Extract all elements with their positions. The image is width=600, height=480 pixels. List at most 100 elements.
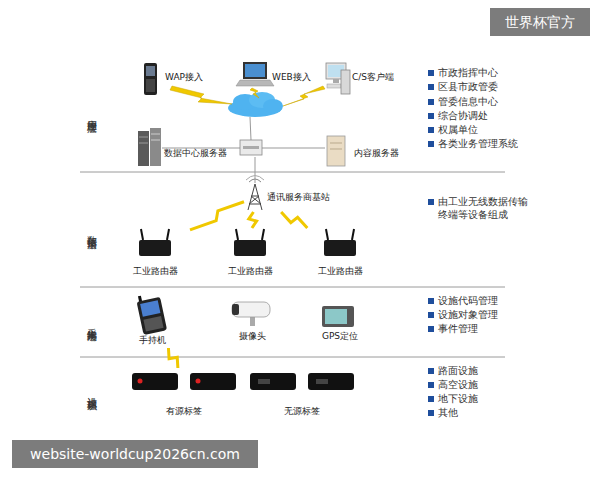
lightning-bolt-part: [170, 86, 232, 104]
device-label: 内容服务器: [354, 148, 399, 159]
device-label: 摄像头: [225, 331, 280, 342]
device-node: WEB接入: [238, 60, 318, 92]
list-item: 高空设施: [438, 378, 478, 391]
layer-title: 数据传输层: [84, 227, 98, 232]
device-label: 无源标签: [246, 406, 358, 417]
list-item: 管委信息中心: [438, 95, 498, 108]
server-icon-part: [327, 136, 345, 166]
layer-title: 设施标识层: [84, 389, 98, 394]
lightning-link: [168, 348, 177, 368]
device-label: 工业路由器: [305, 266, 375, 277]
device-node: WAP接入: [140, 60, 212, 98]
layer-divider-part: [80, 357, 505, 358]
device-node: 有源标签: [128, 368, 240, 420]
list-item: 设施代码管理: [438, 294, 498, 307]
list-item: 由工业无线数据传输终端等设备组成: [438, 195, 528, 221]
router-icon: [139, 229, 356, 256]
handheld-icon-part: [140, 300, 160, 316]
device-label: 工业路由器: [120, 266, 190, 277]
phone-icon: [144, 63, 157, 95]
list-bullet: [428, 410, 434, 416]
list-bullet: [428, 396, 434, 402]
tower-icon-part: [249, 179, 261, 182]
network-link-part: [250, 117, 251, 140]
desktop-icon-part: [341, 70, 350, 94]
list-bullet: [428, 141, 434, 147]
network-link: [162, 117, 325, 183]
device-node: 无源标签: [246, 368, 358, 420]
server-icon-part: [330, 149, 342, 150]
active-tag-icon: [132, 373, 236, 390]
laptop-icon-part: [236, 80, 274, 86]
passive-tag-icon: [250, 373, 354, 390]
list-bullet: [428, 99, 434, 105]
list-bullet: [428, 368, 434, 374]
tower-icon: [246, 176, 264, 211]
device-label: GPS定位: [315, 331, 365, 342]
server-icon: [327, 136, 345, 166]
list-item: 地下设施: [438, 392, 478, 405]
camera-icon-part: [250, 316, 255, 326]
list-item: 区县市政管委: [438, 80, 498, 93]
watermark: 世界杯官方: [490, 8, 590, 36]
layer-band: 应用管理层WAP接入WEB接入C/S客户端数据中心服务器内容服务器: [80, 55, 500, 172]
tower-icon-part: [249, 204, 261, 205]
layer-band: 设施标识层 有源标签无源标签: [80, 357, 500, 425]
router-icon-part: [326, 229, 328, 240]
list-item: 其他: [438, 406, 458, 419]
list-item: 各类业务管理系统: [438, 137, 518, 150]
device-node: 内容服务器: [323, 133, 413, 168]
camera-icon-part: [232, 302, 270, 317]
list-bullet: [428, 84, 434, 90]
lightning-link: [281, 212, 307, 228]
lightning-link: [190, 202, 244, 230]
watermark: website-worldcup2026cn.com: [12, 440, 258, 468]
list-bullet: [428, 298, 434, 304]
handheld-icon-part: [137, 297, 168, 335]
tower-icon-part: [249, 196, 259, 204]
device-label: WEB接入: [272, 72, 311, 83]
network-link-part: [262, 148, 325, 149]
device-label: WAP接入: [165, 72, 203, 83]
server-icon-part: [150, 128, 161, 166]
device-node: 工业路由器: [120, 228, 190, 280]
lightning-bolt-part: [250, 88, 259, 98]
device-node: 工业路由器: [305, 228, 375, 280]
gps-icon: [322, 306, 354, 327]
server-icon-part: [151, 134, 160, 135]
server-icon-part: [139, 137, 148, 138]
desktop-icon-part: [327, 84, 341, 88]
handheld-icon: [136, 292, 168, 335]
switch-icon-part: [243, 146, 259, 149]
passive-tag-icon-part: [258, 379, 270, 384]
router-icon-part: [352, 229, 354, 240]
phone-icon-part: [146, 66, 155, 76]
layer-band: 采集终端层手持机摄像头GPS定位: [80, 287, 500, 357]
device-label: C/S客户端: [352, 72, 394, 83]
device-node: GPS定位: [315, 300, 365, 346]
list-bullet: [428, 382, 434, 388]
camera-icon: [232, 302, 270, 326]
device-label: 工业路由器: [215, 266, 285, 277]
passive-tag-icon-part: [316, 379, 328, 384]
laptop-icon-part: [245, 64, 265, 77]
device-label: 数据中心服务器: [164, 148, 227, 159]
phone-icon-part: [144, 63, 157, 95]
active-tag-icon-part: [190, 373, 236, 390]
server-icon-part: [330, 143, 342, 144]
switch-icon: [240, 140, 262, 155]
passive-tag-icon-part: [308, 373, 354, 390]
active-tag-icon-part: [132, 373, 178, 390]
device-node: 摄像头: [225, 296, 280, 346]
laptop-icon-part: [243, 62, 267, 79]
router-icon-part: [141, 229, 143, 240]
device-node: C/S客户端: [323, 60, 407, 98]
router-icon-part: [167, 229, 169, 240]
layer-divider-part: [80, 172, 505, 173]
server-icon-part: [151, 140, 160, 141]
list-bullet: [428, 326, 434, 332]
tower-icon-part: [246, 176, 264, 181]
desktop-icon-part: [333, 79, 339, 83]
lightning-bolt-part: [283, 86, 325, 106]
